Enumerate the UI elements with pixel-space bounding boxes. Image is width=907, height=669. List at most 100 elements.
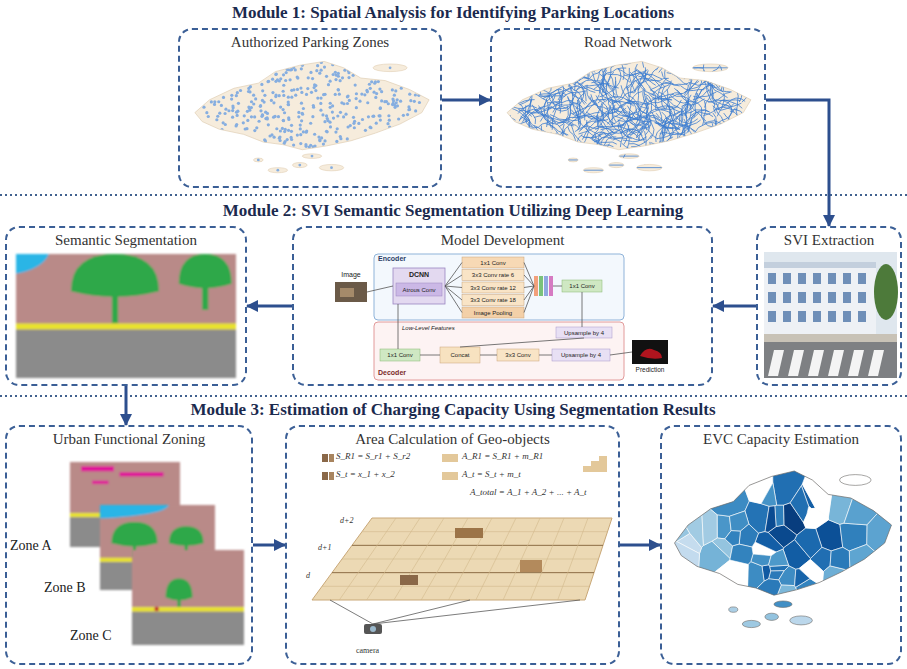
parking-zone-map	[327, 83, 330, 86]
parking-zone-map	[230, 97, 233, 100]
network-schematic	[462, 295, 524, 306]
road-network-map	[563, 130, 569, 152]
area-figure	[442, 472, 458, 480]
parking-zone-map	[393, 94, 396, 97]
area-figure	[455, 528, 483, 538]
flow-arrow	[125, 386, 128, 425]
parking-zone-map	[332, 116, 335, 119]
parking-zone-map	[222, 121, 225, 124]
parking-zone-map	[289, 68, 292, 71]
parking-zone-map	[347, 76, 350, 79]
road-network-map	[684, 119, 697, 140]
parking-zone-map	[296, 133, 299, 136]
parking-zone-map	[298, 164, 301, 167]
road-network-map	[547, 100, 571, 102]
road-network-map	[674, 132, 682, 155]
street-view-photo	[843, 273, 851, 284]
street-view-photo	[843, 311, 851, 322]
parking-zone-map	[387, 114, 390, 117]
parking-zone-map	[290, 138, 293, 141]
network-schematic	[534, 276, 538, 296]
segmentation-image	[100, 505, 169, 519]
parking-zone-map	[282, 119, 285, 122]
road-network-map	[624, 70, 648, 76]
road-network-map	[585, 50, 595, 72]
parking-zone-map	[248, 106, 251, 109]
network-schematic	[445, 286, 462, 313]
parking-zone-map	[306, 87, 309, 90]
parking-zone-map	[271, 91, 274, 94]
parking-zone-map	[309, 71, 312, 74]
area-figure	[503, 518, 540, 600]
road-network-map	[566, 63, 571, 86]
parking-zone-map	[246, 110, 249, 113]
street-view-photo	[858, 292, 866, 303]
network-schematic	[640, 349, 662, 359]
road-network-map	[522, 99, 530, 122]
street-view-photo	[828, 350, 844, 376]
parking-zone-map	[290, 130, 293, 133]
network-schematic	[398, 304, 399, 349]
road-network-map	[637, 164, 662, 170]
choropleth-map	[867, 496, 896, 570]
parking-zone-map	[263, 94, 266, 97]
parking-zone-map	[397, 117, 400, 120]
street-view-photo	[764, 252, 897, 378]
parking-zone-map	[292, 143, 295, 146]
parking-zone-map	[355, 106, 358, 109]
parking-zone-map	[296, 88, 299, 91]
street-view-photo	[828, 273, 836, 284]
road-network-map	[638, 86, 640, 110]
parking-zone-map	[287, 129, 290, 132]
road-network-map	[669, 114, 680, 134]
road-network-map	[585, 95, 599, 115]
street-view-photo	[798, 292, 806, 303]
parking-zone-map	[290, 96, 293, 99]
road-network-map	[661, 132, 674, 153]
network-schematic	[367, 286, 393, 292]
choropleth-map	[795, 569, 810, 588]
road-network-map	[673, 123, 695, 133]
parking-zone-map	[346, 137, 349, 140]
street-view-photo	[858, 273, 866, 284]
segmentation-image	[132, 550, 244, 645]
segmentation-image	[132, 612, 244, 645]
road-network-map	[724, 113, 734, 134]
road-network-map	[611, 113, 633, 124]
road-network-map	[558, 86, 577, 100]
road-network-map	[621, 85, 634, 106]
parking-zone-map	[292, 163, 307, 168]
road-network-map	[718, 103, 741, 109]
parking-zone-map	[346, 95, 349, 98]
parking-zone-map	[342, 115, 345, 118]
choropleth-map	[742, 620, 760, 627]
road-network-map	[656, 62, 678, 70]
road-network-map	[548, 71, 552, 94]
street-view-photo	[768, 273, 776, 284]
parking-zone-map	[301, 113, 304, 116]
parking-zone-map	[321, 113, 324, 116]
network-schematic	[335, 282, 367, 302]
parking-zone-map	[344, 113, 347, 116]
road-network-map	[659, 141, 663, 165]
parking-zone-map	[383, 100, 386, 103]
parking-zone-map	[235, 94, 238, 97]
parking-zone-map	[253, 158, 263, 162]
formula-text: A_t = S_t + m_t	[462, 469, 521, 479]
process-box: Authorized Parking Zones	[178, 28, 442, 188]
choropleth-map	[670, 462, 896, 642]
parking-zone-map	[312, 104, 315, 107]
parking-zone-map	[267, 123, 270, 126]
parking-zone-map	[409, 99, 412, 102]
area-figure	[520, 560, 542, 572]
choropleth-map	[670, 462, 896, 642]
parking-zone-map	[358, 100, 361, 103]
network-schematic	[497, 349, 539, 361]
network-schematic	[544, 276, 548, 296]
parking-zone-map	[257, 120, 260, 123]
segmentation-image	[81, 466, 114, 471]
parking-zone-map	[319, 164, 343, 170]
parking-zone-map	[190, 55, 434, 183]
road-network-map	[619, 156, 639, 157]
